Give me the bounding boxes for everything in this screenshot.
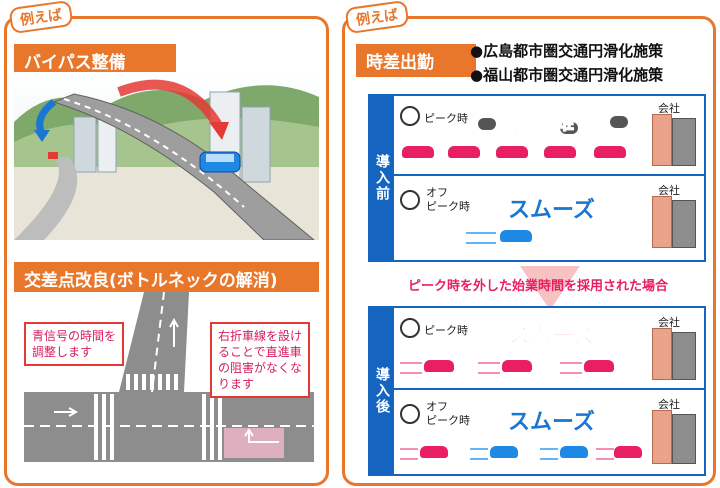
congestion-label: 混 雑 bbox=[507, 110, 575, 136]
smog-cloud-icon bbox=[560, 122, 578, 134]
company-building-icon bbox=[672, 200, 696, 248]
car-icon bbox=[500, 230, 532, 242]
motion-lines bbox=[560, 362, 582, 374]
company-building-icon bbox=[652, 328, 672, 380]
motion-lines bbox=[400, 362, 422, 374]
company-building-icon bbox=[652, 196, 672, 248]
after-label: 導入後 bbox=[370, 308, 394, 474]
car-icon bbox=[496, 146, 528, 158]
company-building-icon bbox=[652, 410, 672, 464]
clock-icon bbox=[400, 404, 420, 424]
car-icon bbox=[402, 146, 434, 158]
callout-right-turn-lane: 右折車線を設けることで直進車の阻害がなくなります bbox=[210, 322, 310, 398]
callout-signal-timing: 青信号の時間を調整します bbox=[24, 322, 124, 366]
after-peak-label: ピーク時 bbox=[424, 324, 468, 337]
condition-banner: ピーク時を外した始業時間を採用された場合 bbox=[407, 279, 668, 294]
company-building-icon bbox=[672, 118, 696, 166]
intersection-title: 交差点改良(ボトルネックの解消) bbox=[14, 262, 319, 295]
before-peak-label: ピーク時 bbox=[424, 112, 468, 125]
after-offpeak-label-2: ピーク時 bbox=[426, 414, 470, 427]
car-icon bbox=[490, 446, 518, 458]
bypass-illustration bbox=[14, 72, 319, 240]
after-peak-smooth-label: スムーズ bbox=[508, 324, 596, 350]
clock-icon bbox=[400, 106, 420, 126]
company-label: 会社 bbox=[658, 398, 680, 411]
before-offpeak-smooth-label: スムーズ bbox=[508, 198, 595, 223]
before-offpeak-label-1: オフ bbox=[426, 186, 448, 199]
bullet-fukuyama: ●福山都市圏交通円滑化施策 bbox=[470, 66, 664, 84]
company-label: 会社 bbox=[658, 102, 680, 115]
car-icon bbox=[544, 146, 576, 158]
car-icon bbox=[420, 446, 448, 458]
car-icon bbox=[584, 360, 614, 372]
before-offpeak-label-2: ピーク時 bbox=[426, 200, 470, 213]
company-building-icon bbox=[652, 114, 672, 166]
car-icon bbox=[424, 360, 454, 372]
company-building-icon bbox=[672, 332, 696, 380]
motion-lines bbox=[478, 362, 500, 374]
car-icon bbox=[594, 146, 626, 158]
motion-lines bbox=[596, 448, 614, 460]
car-icon bbox=[560, 446, 588, 458]
company-label: 会社 bbox=[658, 184, 680, 197]
motion-lines bbox=[400, 448, 418, 460]
car-icon bbox=[502, 360, 532, 372]
car-icon bbox=[614, 446, 642, 458]
after-offpeak-label-1: オフ bbox=[426, 400, 448, 413]
staggered-commute-title: 時差出勤 bbox=[356, 44, 476, 77]
before-label: 導入前 bbox=[370, 96, 394, 260]
car-icon bbox=[448, 146, 480, 158]
smog-cloud-icon bbox=[478, 118, 496, 130]
after-offpeak-smooth-label: スムーズ bbox=[508, 410, 595, 435]
clock-icon bbox=[400, 190, 420, 210]
banner-down-arrow bbox=[520, 266, 580, 310]
smog-cloud-icon bbox=[610, 116, 628, 128]
motion-lines bbox=[470, 448, 488, 460]
motion-lines bbox=[466, 232, 496, 244]
motion-lines bbox=[540, 448, 558, 460]
company-label: 会社 bbox=[658, 316, 680, 329]
bypass-title: バイパス整備 bbox=[14, 44, 176, 77]
clock-icon bbox=[400, 318, 420, 338]
company-building-icon bbox=[672, 414, 696, 464]
bullet-hiroshima: ●広島都市圏交通円滑化施策 bbox=[470, 42, 664, 60]
